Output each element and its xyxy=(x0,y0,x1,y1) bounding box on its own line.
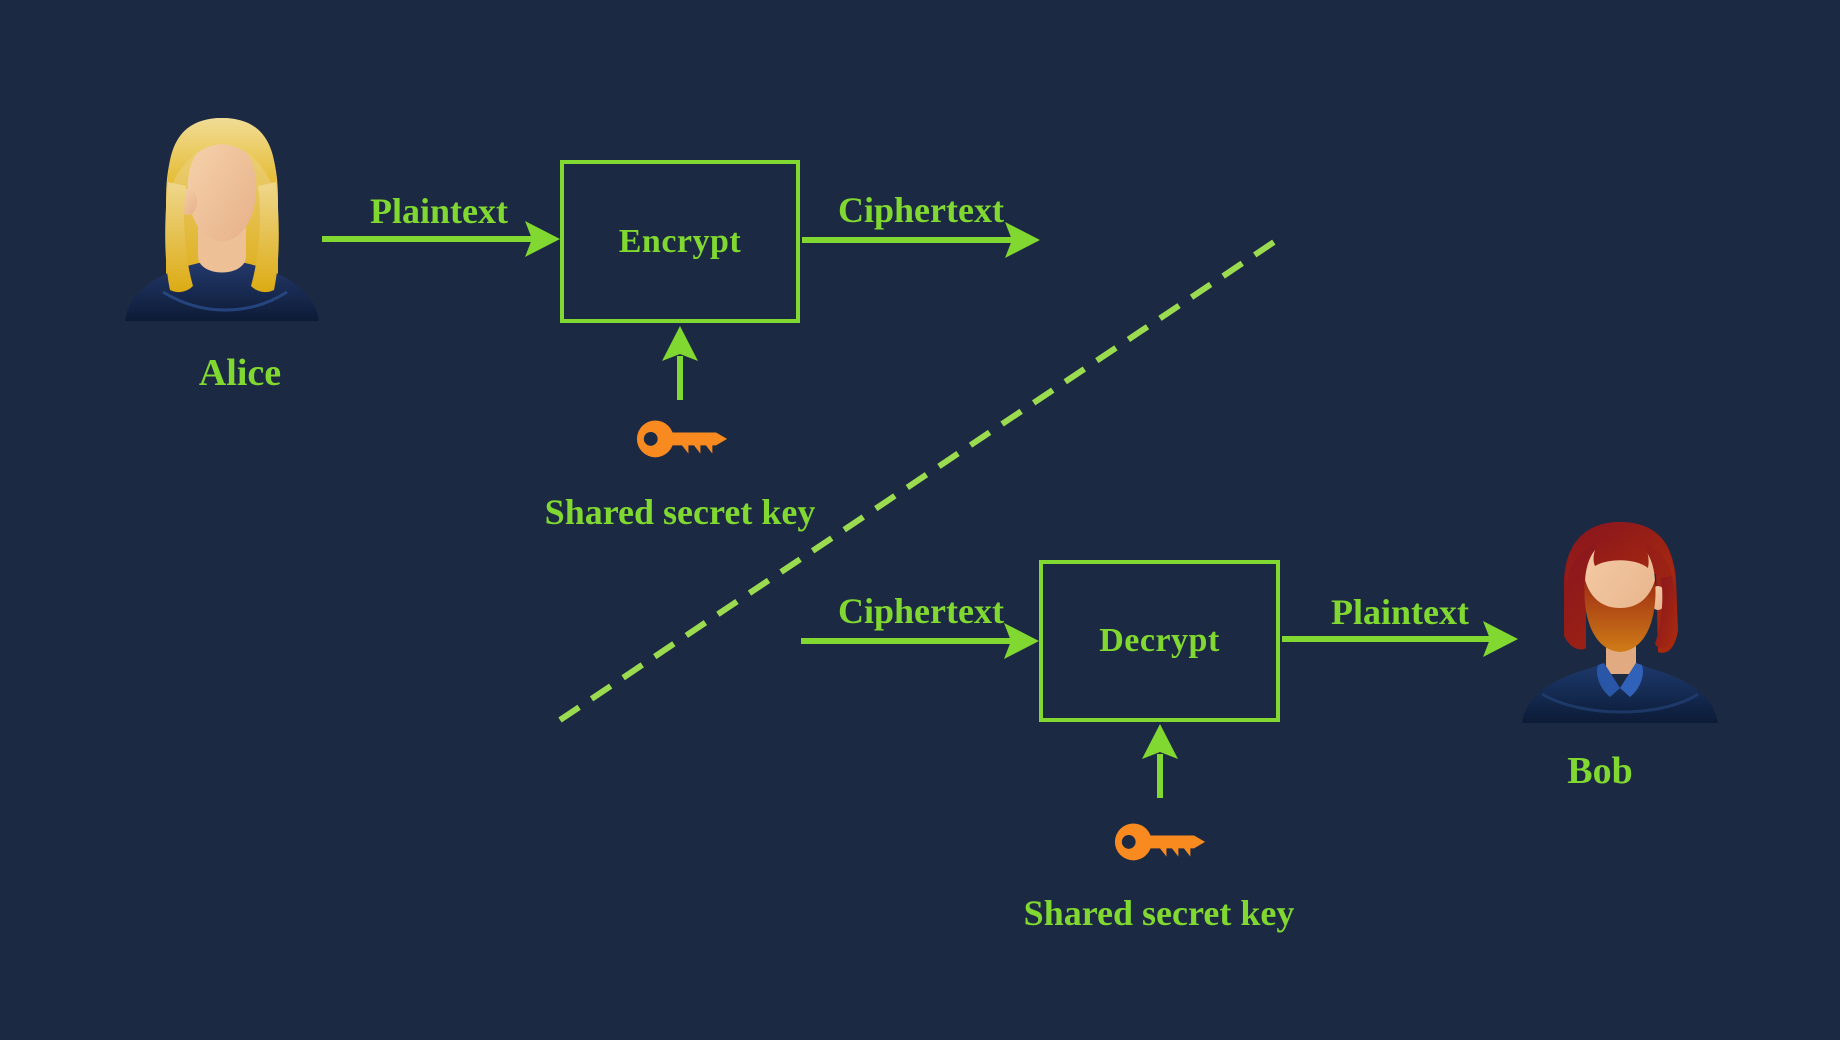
bob-name-label: Bob xyxy=(1567,750,1633,792)
ciphertext-arrow-bottom xyxy=(801,623,1039,659)
label-plaintext-bottom: Plaintext xyxy=(1331,592,1469,632)
decrypt-key-arrow xyxy=(1142,724,1178,798)
man-avatar-icon xyxy=(1522,522,1718,723)
key-icon-glyph xyxy=(636,420,728,458)
bob-avatar xyxy=(1522,518,1718,723)
key-icon-glyph xyxy=(1114,823,1206,861)
key-icon xyxy=(636,415,728,461)
plaintext-arrow-top xyxy=(322,221,560,257)
alice-avatar xyxy=(121,114,323,321)
label-shared-key-bottom: Shared secret key xyxy=(1023,893,1295,933)
ciphertext-arrow-top xyxy=(802,222,1040,258)
decrypt-box-label: Decrypt xyxy=(1099,622,1220,659)
woman-avatar-icon xyxy=(125,118,319,321)
plaintext-arrow-bottom xyxy=(1282,621,1518,657)
key-icon xyxy=(1114,818,1206,864)
label-ciphertext-bottom: Ciphertext xyxy=(838,591,1004,631)
alice-name-label: Alice xyxy=(198,352,282,394)
label-ciphertext-top: Ciphertext xyxy=(838,190,1004,230)
dashed-divider xyxy=(558,235,1282,723)
encrypt-box-label: Encrypt xyxy=(618,222,742,260)
decrypt-box: Decrypt xyxy=(1039,560,1280,722)
label-plaintext-top: Plaintext xyxy=(370,191,508,231)
encrypt-key-arrow xyxy=(662,326,698,400)
encrypt-box: Encrypt xyxy=(560,160,800,323)
label-shared-key-top: Shared secret key xyxy=(544,492,816,532)
